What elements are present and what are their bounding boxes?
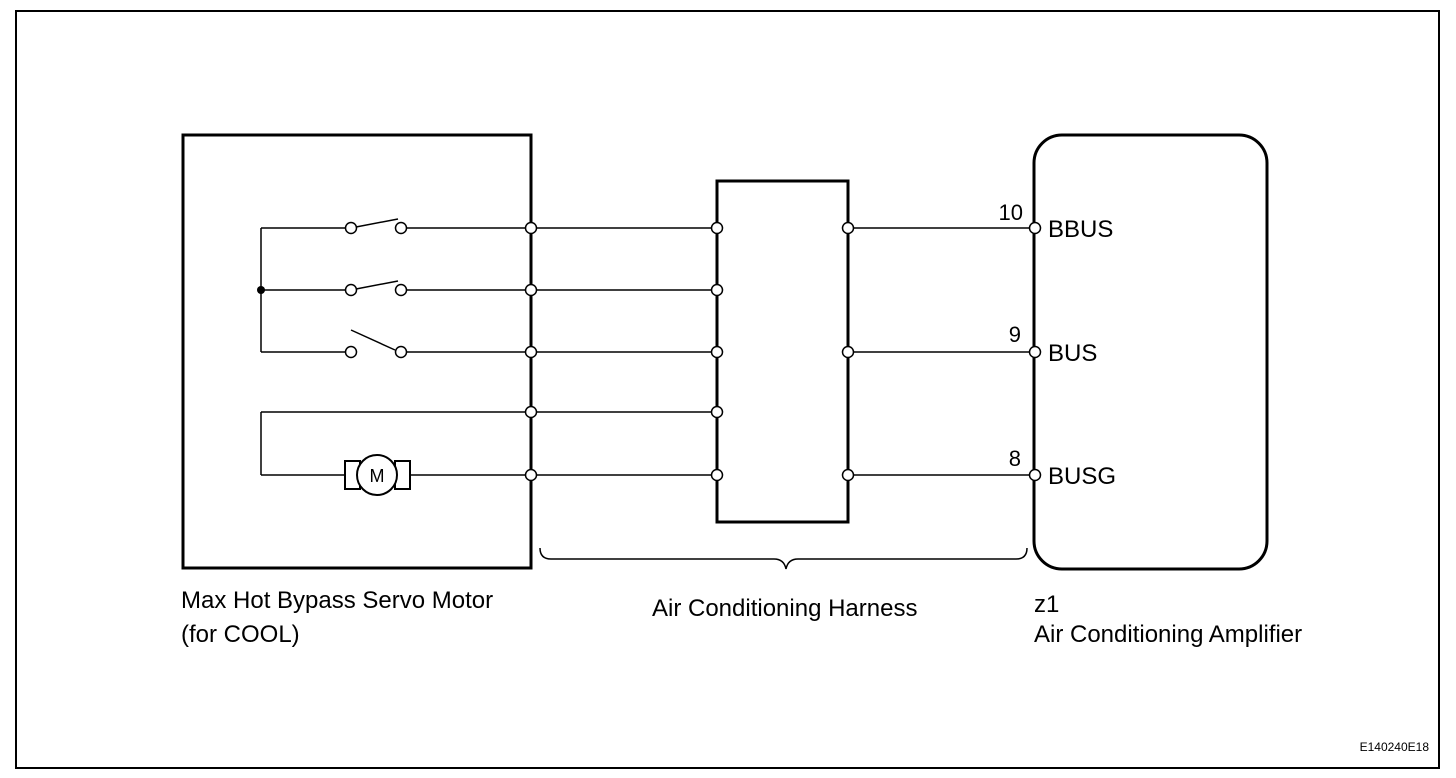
pin-name-busg: BUSG bbox=[1048, 463, 1116, 490]
pin-name-bbus: BBUS bbox=[1048, 216, 1113, 243]
pin-number-busg: 8 bbox=[1009, 446, 1021, 471]
outer-frame bbox=[15, 10, 1440, 769]
amplifier-connector-id: z1 bbox=[1034, 591, 1059, 618]
figure-code: E140240E18 bbox=[1360, 740, 1430, 754]
amplifier-label: Air Conditioning Amplifier bbox=[1034, 621, 1302, 648]
servo-connector-terminals bbox=[524, 221, 538, 482]
harness-box bbox=[715, 179, 850, 524]
motor-symbol-label: M bbox=[370, 466, 385, 486]
switch-2 bbox=[344, 280, 525, 297]
motor-loop-wiring bbox=[260, 411, 525, 476]
junction-dot bbox=[257, 286, 265, 294]
harness-left-terminals bbox=[710, 221, 724, 482]
harness-brace bbox=[539, 547, 1028, 570]
switch-3 bbox=[344, 329, 525, 359]
pin-number-bus: 9 bbox=[1009, 322, 1021, 347]
servo-motor-label-line1: Max Hot Bypass Servo Motor bbox=[181, 587, 493, 614]
amplifier-terminals bbox=[1028, 221, 1042, 482]
servo-motor-label-line2: (for COOL) bbox=[181, 621, 300, 648]
harness-right-terminals bbox=[841, 221, 855, 482]
harness-label: Air Conditioning Harness bbox=[652, 595, 917, 622]
harness-right-wires bbox=[854, 227, 1029, 476]
pin-name-bus: BUS bbox=[1048, 340, 1097, 367]
switch-common-wiring bbox=[260, 227, 345, 353]
motor-symbol bbox=[344, 454, 411, 496]
switch-1 bbox=[344, 218, 525, 235]
pin-number-bbus: 10 bbox=[999, 200, 1023, 225]
harness-left-wires bbox=[537, 227, 711, 476]
